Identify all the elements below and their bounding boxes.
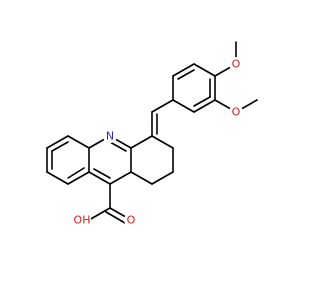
atom-background [73,213,91,227]
bond [193,96,211,107]
atom-background [124,213,138,227]
bond [88,171,111,185]
bond [151,135,174,149]
atom-labels: N O O O OH [73,57,243,227]
bond [67,171,90,185]
bond [151,99,174,113]
bond [46,135,69,149]
methoxy-oxygen-side-label: O [232,106,241,119]
bond [130,135,153,149]
molecule-structure-diagram: N O O O OH [46,41,258,227]
bond [193,63,216,77]
bond [105,211,126,224]
bond [93,168,111,179]
carbonyl-oxygen-label: O [127,214,136,227]
bond [109,141,127,152]
bond [151,171,174,185]
bond-layer [46,41,258,224]
bond [88,207,111,221]
bond [177,69,195,80]
nitrogen-atom-label: N [106,130,114,143]
bond [67,167,85,179]
bond [46,171,69,185]
atom-background [229,57,243,71]
atom-background [229,105,243,119]
hydroxyl-label: OH [74,214,91,227]
bond [51,141,69,152]
bond [109,171,132,185]
atom-background [103,129,117,143]
bond [67,135,90,149]
bond [130,171,153,185]
bond [172,63,195,77]
methoxy-oxygen-top-label: O [232,58,241,71]
bond [193,99,216,113]
bond [172,99,195,113]
